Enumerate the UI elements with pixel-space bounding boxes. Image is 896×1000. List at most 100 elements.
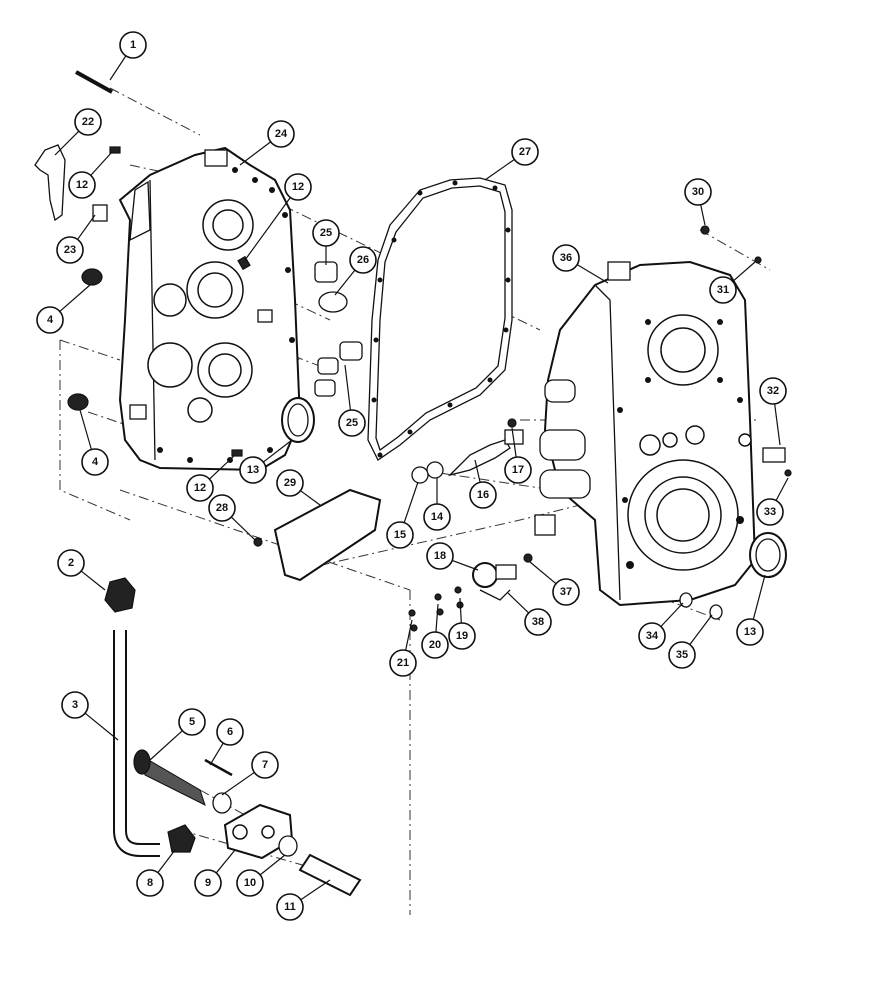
callout-circle	[186, 474, 214, 502]
callout-leader	[215, 849, 236, 874]
callout-circle	[236, 869, 264, 897]
callout-circle	[276, 893, 304, 921]
callout-circle	[119, 31, 147, 59]
callout-number: 25	[346, 417, 358, 429]
callout-circle	[448, 622, 476, 650]
callout-19: 19	[448, 597, 476, 650]
callout-circle	[426, 542, 454, 570]
callout-circle	[736, 618, 764, 646]
callout-circle	[194, 869, 222, 897]
callout-leader	[403, 481, 419, 523]
callout-number: 26	[357, 254, 369, 266]
callout-number: 5	[189, 716, 195, 728]
small-parts	[34, 70, 792, 897]
gasket	[367, 177, 513, 461]
callout-33: 33	[756, 477, 789, 526]
callout-leader	[80, 570, 106, 591]
callout-2: 2	[57, 549, 106, 591]
callout-leader	[300, 490, 321, 506]
callout-12: 12	[186, 454, 236, 502]
callout-number: 31	[717, 284, 729, 296]
callout-11: 11	[276, 879, 331, 921]
callout-4: 4	[36, 284, 91, 334]
callout-number: 37	[560, 586, 572, 598]
callout-leader	[484, 158, 515, 181]
callout-circle	[386, 521, 414, 549]
callout-circle	[56, 236, 84, 264]
callout-23: 23	[56, 214, 96, 264]
callout-number: 36	[560, 252, 572, 264]
callout-leader	[209, 742, 224, 766]
callout-26: 26	[334, 246, 377, 296]
callout-27: 27	[484, 138, 539, 181]
callout-14: 14	[423, 478, 451, 531]
callout-25: 25	[338, 364, 366, 437]
callout-9: 9	[194, 849, 236, 897]
callout-32: 32	[759, 377, 787, 446]
callout-leader	[732, 261, 756, 282]
callout-circle	[36, 306, 64, 334]
callout-number: 29	[284, 477, 296, 489]
callout-number: 21	[397, 657, 409, 669]
callout-number: 32	[767, 385, 779, 397]
callout-number: 24	[275, 128, 288, 140]
callout-15: 15	[386, 481, 419, 549]
callout-18: 18	[426, 542, 479, 571]
callout-36: 36	[552, 244, 609, 284]
callout-leader	[529, 561, 557, 585]
callout-leader	[221, 771, 255, 796]
callout-number: 19	[456, 630, 468, 642]
front-housing-cover	[118, 146, 302, 472]
callout-10: 10	[236, 854, 286, 897]
callout-leader	[300, 879, 331, 901]
callout-number: 22	[82, 116, 94, 128]
callout-circle	[267, 120, 295, 148]
callout-number: 38	[532, 616, 544, 628]
callout-number: 30	[692, 186, 704, 198]
callout-circle	[338, 409, 366, 437]
callout-leader	[451, 559, 479, 571]
callout-circle	[216, 718, 244, 746]
callout-leader	[230, 516, 256, 541]
callout-circle	[552, 244, 580, 272]
callout-leader	[59, 284, 91, 312]
callout-circle	[759, 377, 787, 405]
callout-circle	[312, 219, 340, 247]
callout-leader	[334, 269, 356, 296]
callout-circle	[284, 173, 312, 201]
callout-leader	[774, 403, 781, 446]
rear-housing-case	[534, 260, 757, 607]
callout-leader	[209, 454, 236, 480]
callout-8: 8	[136, 849, 176, 897]
callout-circle	[57, 549, 85, 577]
callout-3: 3	[61, 691, 119, 741]
callout-leader	[90, 151, 113, 176]
callout-circle	[74, 108, 102, 136]
callout-number: 27	[519, 146, 531, 158]
callout-number: 12	[76, 179, 88, 191]
callout-circle	[276, 469, 304, 497]
callout-leader	[700, 204, 706, 226]
callout-number: 18	[434, 550, 446, 562]
callout-circle	[638, 622, 666, 650]
callout-24: 24	[239, 120, 295, 166]
callout-5: 5	[149, 708, 206, 761]
callout-circle	[68, 171, 96, 199]
callout-circle	[136, 869, 164, 897]
callout-22: 22	[54, 108, 102, 156]
callout-leader	[689, 614, 713, 645]
callout-leader	[84, 712, 119, 741]
callout-circle	[469, 481, 497, 509]
callout-leader	[109, 55, 127, 81]
callout-leader	[77, 214, 96, 240]
callout-number: 7	[262, 759, 268, 771]
callout-number: 1	[130, 39, 136, 51]
callout-25: 25	[312, 219, 340, 265]
callout-circle	[504, 456, 532, 484]
callout-20: 20	[421, 603, 449, 659]
callout-leader	[459, 597, 462, 624]
callout-38: 38	[507, 592, 552, 636]
callout-31: 31	[709, 261, 756, 304]
